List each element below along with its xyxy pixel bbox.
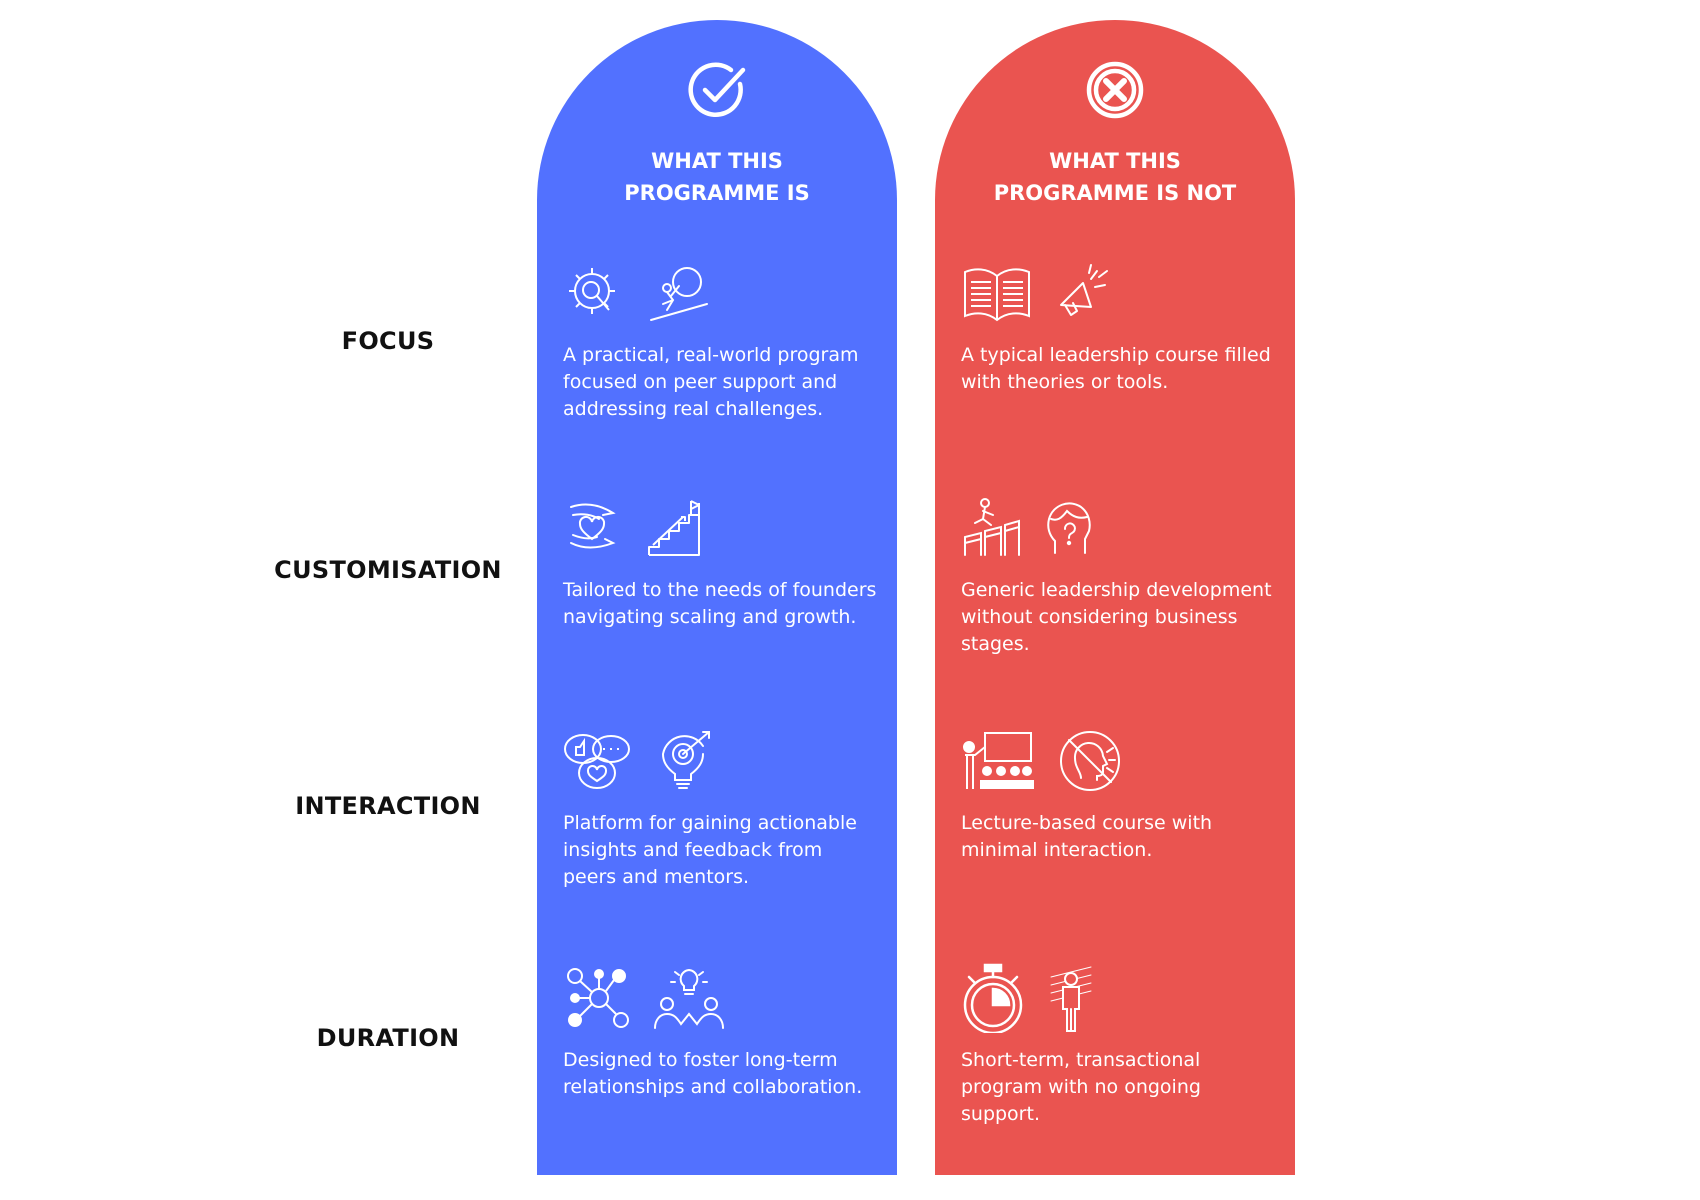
row-label-customisation: CUSTOMISATION — [274, 556, 502, 584]
climber-boulder-icon — [645, 262, 711, 324]
cell-customisation: Generic leadership development without c… — [961, 495, 1279, 658]
lecture-presenter-icon — [961, 729, 1035, 793]
cell-focus: A typical leadership course filled with … — [961, 260, 1279, 396]
cell-duration: Designed to foster long-term relationshi… — [563, 965, 881, 1101]
chat-bubbles-icon — [563, 729, 631, 793]
column-title: WHAT THIS PROGRAMME IS — [624, 149, 810, 205]
lightbulb-target-icon — [653, 728, 719, 794]
gear-search-icon — [563, 262, 623, 324]
cell-duration: Short-term, transactional program with n… — [961, 963, 1279, 1128]
hands-heart-icon — [563, 497, 623, 559]
open-book-icon — [961, 264, 1033, 322]
cell-text: Platform for gaining actionable insights… — [563, 812, 857, 888]
cell-interaction: Platform for gaining actionable insights… — [563, 728, 881, 891]
head-question-icon — [1045, 497, 1093, 559]
check-circle-icon — [537, 60, 897, 120]
megaphone-icon — [1055, 263, 1111, 323]
hurdle-runner-icon — [961, 497, 1023, 559]
team-idea-icon — [653, 964, 725, 1032]
stopwatch-icon — [961, 963, 1025, 1033]
row-label-focus: FOCUS — [341, 327, 435, 355]
column-what-it-is: WHAT THIS PROGRAMME IS A practical, real… — [537, 20, 897, 1175]
people-network-icon — [563, 964, 631, 1032]
cell-text: Tailored to the needs of founders naviga… — [563, 579, 877, 628]
no-talking-icon — [1057, 728, 1123, 794]
cell-text: Lecture-based course with minimal intera… — [961, 812, 1213, 861]
cell-focus: A practical, real-world program focused … — [563, 260, 881, 423]
standing-person-icon — [1047, 963, 1095, 1033]
row-label-duration: DURATION — [316, 1024, 460, 1052]
column-title: WHAT THIS PROGRAMME IS NOT — [993, 149, 1237, 205]
cell-text: Generic leadership development without c… — [961, 579, 1272, 655]
cell-text: Short-term, transactional program with n… — [961, 1049, 1201, 1125]
cell-customisation: Tailored to the needs of founders naviga… — [563, 495, 881, 631]
cell-text: Designed to foster long-term relationshi… — [563, 1049, 863, 1098]
cell-text: A typical leadership course filled with … — [961, 344, 1271, 393]
cell-text: A practical, real-world program focused … — [563, 344, 859, 420]
x-circle-icon — [935, 60, 1295, 120]
column-what-it-is-not: WHAT THIS PROGRAMME IS NOT A typical lea… — [935, 20, 1295, 1175]
stairs-flag-icon — [645, 497, 705, 559]
cell-interaction: Lecture-based course with minimal intera… — [961, 728, 1279, 864]
row-label-interaction: INTERACTION — [295, 792, 481, 820]
